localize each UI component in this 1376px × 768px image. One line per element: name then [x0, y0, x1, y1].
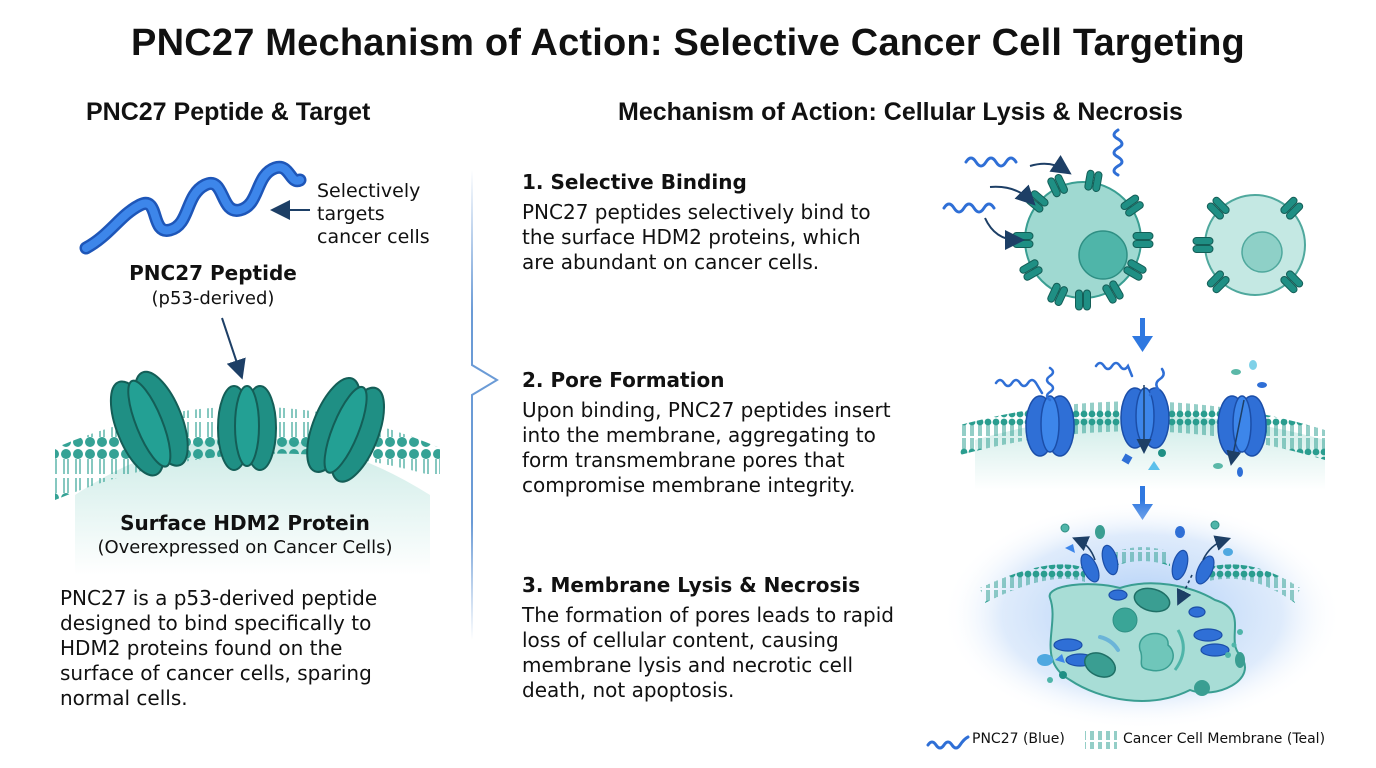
pore-icon	[1217, 395, 1267, 457]
inserted-peptides	[994, 361, 1165, 402]
step-1-title: 1. Selective Binding	[522, 170, 747, 194]
efflux-arrows	[1136, 385, 1245, 466]
step-3-title: 3. Membrane Lysis & Necrosis	[522, 573, 861, 597]
release-arrows	[1072, 535, 1232, 606]
free-peptides	[942, 128, 1124, 214]
step-1-text: PNC27 peptides selectively bind to the s…	[522, 200, 871, 274]
receptor-icon	[1280, 270, 1304, 294]
receptor-proteins	[1012, 169, 1304, 311]
cancer-cell-icon	[1024, 181, 1142, 299]
released-contents	[1037, 520, 1245, 696]
receptor-icon	[1132, 232, 1154, 248]
fragmented-pores	[1053, 544, 1230, 667]
binding-arrows	[984, 155, 1072, 250]
main-title: PNC27 Mechanism of Action: Selective Can…	[131, 22, 1245, 64]
pore-icon	[1120, 387, 1170, 449]
legend-peptide-label: PNC27 (Blue)	[972, 731, 1065, 747]
right-panel-heading: Mechanism of Action: Cellular Lysis & Ne…	[618, 98, 1183, 126]
receptor-icon	[1047, 174, 1069, 198]
receptor-icon	[1280, 196, 1304, 220]
receptor-icon	[1019, 259, 1043, 281]
step-2-title: 2. Pore Formation	[522, 368, 725, 392]
step-2: 2. Pore Formation Upon binding, PNC27 pe…	[522, 368, 932, 498]
protein-sublabel: (Overexpressed on Cancer Cells)	[97, 537, 393, 558]
legend-membrane-icon	[1085, 731, 1117, 749]
targets-note: Selectively targets cancer cells	[317, 180, 430, 248]
leaking-contents	[1121, 360, 1267, 477]
pore-membrane-illustration	[960, 360, 1325, 490]
receptor-icon	[1192, 237, 1214, 253]
left-panel-heading: PNC27 Peptide & Target	[86, 98, 371, 126]
pnc27-helix-icon	[79, 160, 307, 255]
protein-label: Surface HDM2 Protein	[120, 511, 370, 535]
peptide-sublabel: (p53-derived)	[151, 288, 275, 309]
receptor-icon	[1206, 196, 1230, 220]
step-2-text: Upon binding, PNC27 peptides insert into…	[522, 398, 891, 497]
step-3: 3. Membrane Lysis & Necrosis The formati…	[522, 573, 932, 703]
receptor-icon	[1206, 270, 1230, 294]
step-3-text: The formation of pores leads to rapid lo…	[522, 603, 894, 702]
section-divider	[471, 170, 499, 640]
lysed-cell-illustration	[942, 500, 1342, 730]
receptor-icon	[1047, 282, 1069, 306]
peptide-label: PNC27 Peptide	[129, 261, 297, 285]
flow-arrow-down-icon	[1132, 318, 1153, 352]
hdm2-protein-icon	[306, 377, 386, 483]
receptor-icon	[1120, 194, 1144, 217]
pore-icon	[1025, 395, 1075, 457]
receptor-icon	[1075, 289, 1091, 311]
membrane-illustration	[55, 370, 440, 575]
receptor-icon	[1102, 280, 1124, 304]
organelles	[1084, 587, 1185, 678]
hdm2-protein-icon	[109, 370, 189, 477]
hdm2-protein-icon	[217, 385, 277, 471]
receptor-icon	[1084, 169, 1103, 193]
step-1: 1. Selective Binding PNC27 peptides sele…	[522, 170, 922, 275]
binding-arrow	[221, 317, 246, 380]
legend-peptide-icon	[926, 735, 970, 750]
receptor-icon	[1123, 259, 1147, 281]
legend-membrane-label: Cancer Cell Membrane (Teal)	[1123, 731, 1326, 747]
left-description: PNC27 is a p53-derived peptide designed …	[60, 586, 378, 710]
